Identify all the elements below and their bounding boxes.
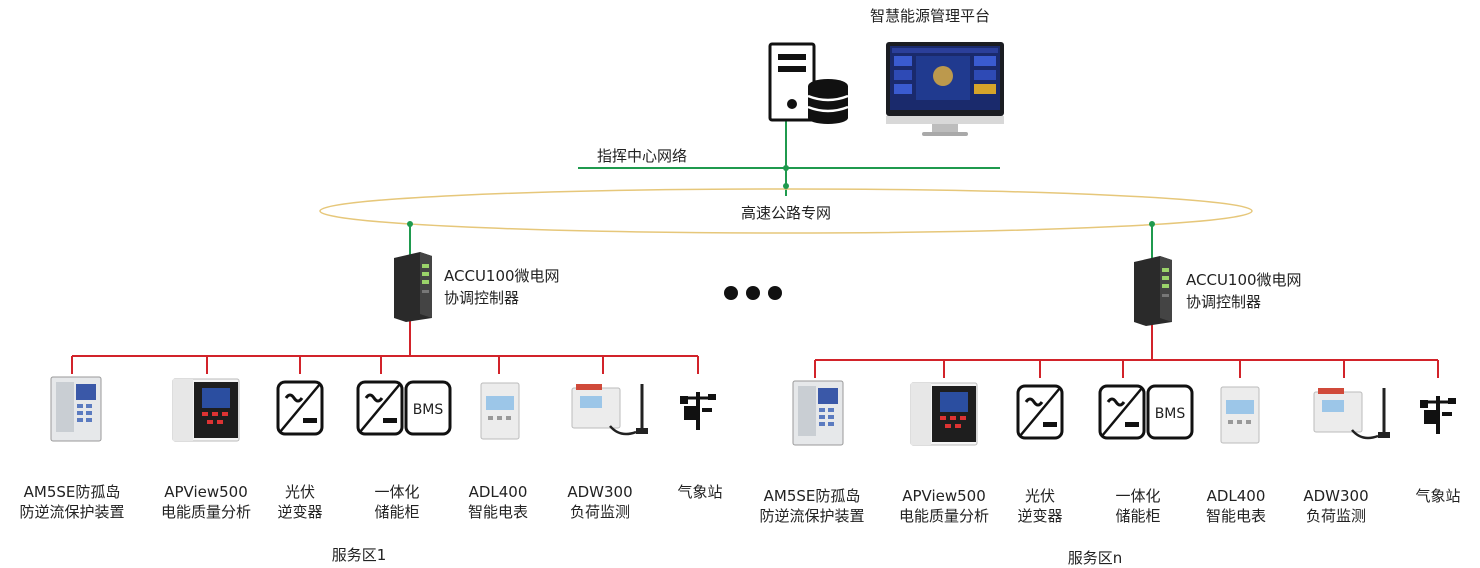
device-label-line1: 气象站 (1415, 487, 1461, 505)
device-label-line2: 智能电表 (467, 503, 528, 521)
zone-name: 服务区1 (331, 546, 387, 564)
protection-relay-icon (792, 380, 844, 446)
platform-title: 智慧能源管理平台 (869, 7, 990, 25)
network-junction-dot (407, 221, 413, 227)
ellipsis-dot (768, 286, 782, 300)
device-label-line2: 智能电表 (1205, 507, 1266, 525)
zone-name: 服务区n (1067, 549, 1123, 567)
highway-network-ring (319, 188, 1253, 234)
smart-meter-icon (480, 382, 520, 440)
device-label-line1: 一体化 (1115, 487, 1161, 505)
power-quality-analyzer-icon (910, 382, 978, 446)
network-junction-dot (783, 165, 789, 171)
device-label-line1: 气象站 (677, 483, 723, 501)
device-label-line2: 负荷监测 (1305, 507, 1366, 525)
device-label-line1: ADL400 (468, 483, 528, 501)
network-junction-dot (783, 183, 789, 189)
device-label-line2: 电能质量分析 (898, 507, 989, 525)
device-label-line2: 储能柜 (374, 503, 420, 521)
device-label-line1: ADL400 (1206, 487, 1266, 505)
storage-cabinet-icon (1098, 384, 1194, 440)
device-label-line1: ADW300 (567, 483, 633, 501)
controller-label-line1: ACCU100微电网 (444, 267, 560, 285)
ellipsis-dot (724, 286, 738, 300)
controller-label-line2: 协调控制器 (1186, 293, 1262, 311)
weather-station-icon (680, 392, 716, 430)
ellipsis-dot (746, 286, 760, 300)
device-label-line2: 防逆流保护装置 (759, 507, 865, 525)
pv-inverter-icon (1016, 384, 1064, 440)
network-junction-dot (1149, 221, 1155, 227)
load-monitor-icon (1313, 388, 1390, 440)
server-database-icon (768, 42, 849, 124)
bms-label: BMS (412, 402, 444, 418)
bms-label: BMS (1154, 406, 1186, 422)
device-label-line1: APView500 (164, 483, 248, 501)
protection-relay-icon (50, 376, 102, 442)
power-quality-analyzer-icon (172, 378, 240, 442)
device-label-line1: APView500 (902, 487, 986, 505)
controller-label-line1: ACCU100微电网 (1186, 271, 1302, 289)
device-label-line1: 光伏 (284, 483, 315, 501)
device-label-line2: 储能柜 (1115, 507, 1161, 525)
command-center-network-label: 指挥中心网络 (596, 147, 687, 165)
device-label-line2: 防逆流保护装置 (19, 503, 125, 521)
load-monitor-icon (571, 384, 648, 436)
device-label-line1: 一体化 (374, 483, 420, 501)
device-label-line2: 逆变器 (277, 503, 323, 521)
device-label-line2: 负荷监测 (569, 503, 630, 521)
monitor-dashboard-icon (886, 42, 1004, 136)
controller-device-icon (1134, 256, 1172, 326)
highway-network-label: 高速公路专网 (740, 204, 831, 222)
storage-cabinet-icon (356, 380, 452, 436)
device-label-line1: 光伏 (1024, 487, 1055, 505)
device-label-line1: AM5SE防孤岛 (763, 487, 861, 505)
smart-meter-icon (1220, 386, 1260, 444)
controller-label-line2: 协调控制器 (444, 289, 520, 307)
device-label-line2: 电能质量分析 (160, 503, 251, 521)
device-label-line2: 逆变器 (1017, 507, 1063, 525)
weather-station-icon (1420, 396, 1456, 434)
device-label-line1: AM5SE防孤岛 (23, 483, 121, 501)
device-label-line1: ADW300 (1303, 487, 1369, 505)
pv-inverter-icon (276, 380, 324, 436)
controller-device-icon (394, 252, 432, 322)
